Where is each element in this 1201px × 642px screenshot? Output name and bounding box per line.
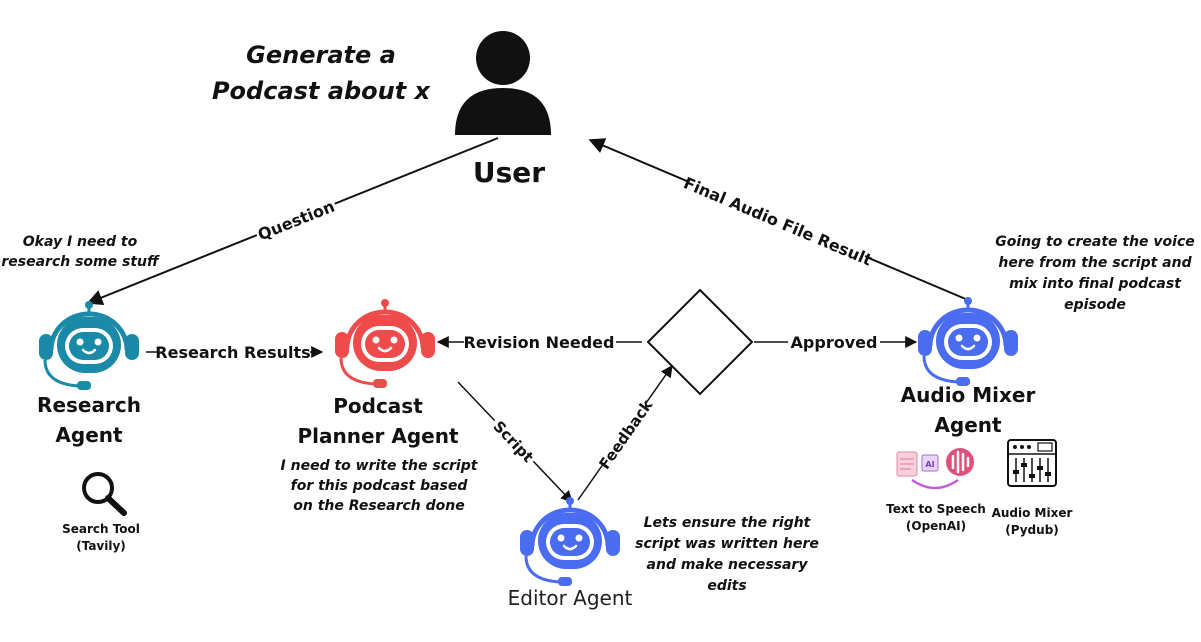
edge-final-result-label: Final Audio File Result — [681, 173, 875, 269]
planner-thought-2: for this podcast based — [291, 478, 469, 494]
edge-feedback-label: Feedback — [595, 396, 656, 473]
planner-thought-1: I need to write the script — [281, 458, 479, 474]
decision-diamond — [646, 288, 754, 396]
editor-thought-3: and make necessary — [647, 557, 809, 573]
search-icon — [82, 472, 127, 516]
research-agent-name-2: Agent — [55, 423, 123, 447]
research-thought-1: Okay I need to — [23, 234, 138, 250]
editor-robot-icon — [520, 497, 620, 586]
mixer-robot-icon — [918, 297, 1018, 386]
research-robot-icon — [39, 301, 139, 390]
audio-mixer-tool-label-2: (Pydub) — [1005, 523, 1059, 537]
mixer-thought-3: mix into final podcast — [1009, 276, 1182, 292]
research-thought-2: research some stuff — [1, 254, 160, 270]
search-tool-label-1: Search Tool — [62, 522, 140, 536]
planner-thought-3: on the Research done — [293, 498, 465, 514]
planner-robot-icon — [335, 299, 435, 388]
audio-mixer-icon — [1007, 439, 1057, 487]
svg-text:AI: AI — [925, 460, 934, 469]
user-prompt-line-2: Podcast about x — [212, 77, 432, 105]
tts-label-1: Text to Speech — [886, 502, 986, 516]
edge-research-results-label: Research Results — [155, 343, 310, 362]
user-label: User — [473, 156, 545, 189]
planner-agent-name-1: Podcast — [333, 394, 423, 418]
mixer-thought-1: Going to create the voice — [995, 234, 1195, 250]
audio-mixer-tool-label-1: Audio Mixer — [992, 506, 1073, 520]
search-tool-label-2: (Tavily) — [76, 539, 126, 553]
editor-agent-name: Editor Agent — [508, 586, 633, 610]
editor-thought-2: script was written here — [635, 536, 819, 552]
tts-label-2: (OpenAI) — [906, 519, 966, 533]
edge-revision-needed-label: Revision Needed — [464, 333, 615, 352]
research-agent-name-1: Research — [37, 393, 141, 417]
mixer-thought-4: episode — [1064, 297, 1126, 313]
editor-thought-4: edits — [707, 578, 746, 594]
text-to-speech-icon: AI — [896, 448, 974, 490]
user-icon — [455, 31, 551, 135]
mixer-thought-2: here from the script and — [998, 255, 1192, 271]
mixer-agent-name-2: Agent — [934, 413, 1002, 437]
editor-thought-1: Lets ensure the right — [644, 515, 812, 531]
user-prompt-line-1: Generate a — [246, 41, 396, 69]
edge-approved-label: Approved — [791, 333, 878, 352]
planner-agent-name-2: Planner Agent — [297, 424, 458, 448]
mixer-agent-name-1: Audio Mixer — [901, 383, 1036, 407]
